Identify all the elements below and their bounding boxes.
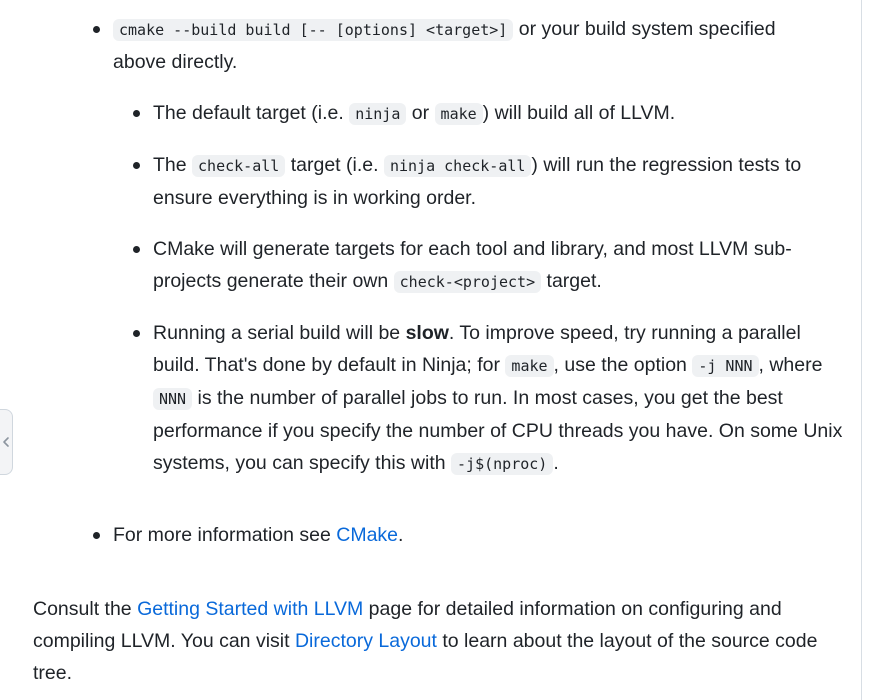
inline-code: cmake --build build [-- [options] <targe… [113, 19, 514, 41]
text: ) will build all of LLVM. [482, 102, 676, 124]
directory-layout-link[interactable]: Directory Layout [294, 630, 437, 652]
text: The default target (i.e. [153, 102, 344, 124]
list-bullet [93, 532, 100, 539]
list-bullet [133, 110, 140, 117]
getting-started-link[interactable]: Getting Started with LLVM [137, 598, 364, 620]
sublist-item-parallel-build: Running a serial build will be slow. To … [153, 317, 843, 480]
text: target (i.e. [290, 154, 379, 176]
inline-code: make [434, 103, 483, 125]
list-bullet [133, 330, 140, 337]
list-bullet [93, 26, 100, 33]
bold-text: slow [405, 322, 449, 344]
inline-code: ninja [349, 103, 407, 125]
list-bullet [133, 246, 140, 253]
text: CMake will generate targets for each too… [153, 238, 792, 292]
text: Running a serial build will be [153, 322, 401, 344]
sidebar-collapse-toggle[interactable] [0, 409, 13, 475]
text: target. [546, 270, 602, 292]
text: or [411, 102, 430, 124]
text: . To improve speed, try running a parall… [153, 322, 801, 376]
text: The [153, 154, 187, 176]
text: to learn about the layout of the source … [33, 630, 818, 684]
content-border [861, 0, 862, 700]
chevron-left-icon [3, 437, 9, 447]
inline-code: check-<project> [393, 271, 542, 293]
list-bullet [133, 162, 140, 169]
text: , use the option [553, 354, 687, 376]
inline-code: check-all [192, 155, 286, 177]
sublist-item-cmake-targets: CMake will generate targets for each too… [153, 233, 843, 298]
list-item-more-info: For more information see CMake. [113, 519, 833, 551]
text: , where [758, 354, 823, 376]
inline-code: make [505, 355, 554, 377]
sublist-item-check-all: The check-all target (i.e. ninja check-a… [153, 149, 843, 214]
inline-code: NNN [153, 388, 193, 410]
text: . [398, 524, 404, 546]
inline-code: ninja check-all [383, 155, 532, 177]
inline-code: -j NNN [692, 355, 759, 377]
list-item-cmake-build: cmake --build build [-- [options] <targe… [113, 13, 833, 78]
consult-paragraph: Consult the Getting Started with LLVM pa… [33, 593, 833, 689]
text: Consult the [33, 598, 132, 620]
text: ) will run the regression tests to ensur… [153, 154, 802, 209]
text: For more information see [113, 524, 331, 546]
sublist-item-default-target: The default target (i.e. ninja or make) … [153, 97, 843, 130]
text: page for detailed information on configu… [33, 598, 782, 652]
inline-code: -j$(nproc) [451, 453, 554, 475]
text: . [553, 452, 559, 474]
text: is the number of parallel jobs to run. I… [153, 387, 843, 474]
list-item-text: or your build system specified above dir… [113, 18, 776, 73]
cmake-link[interactable]: CMake [336, 524, 399, 546]
